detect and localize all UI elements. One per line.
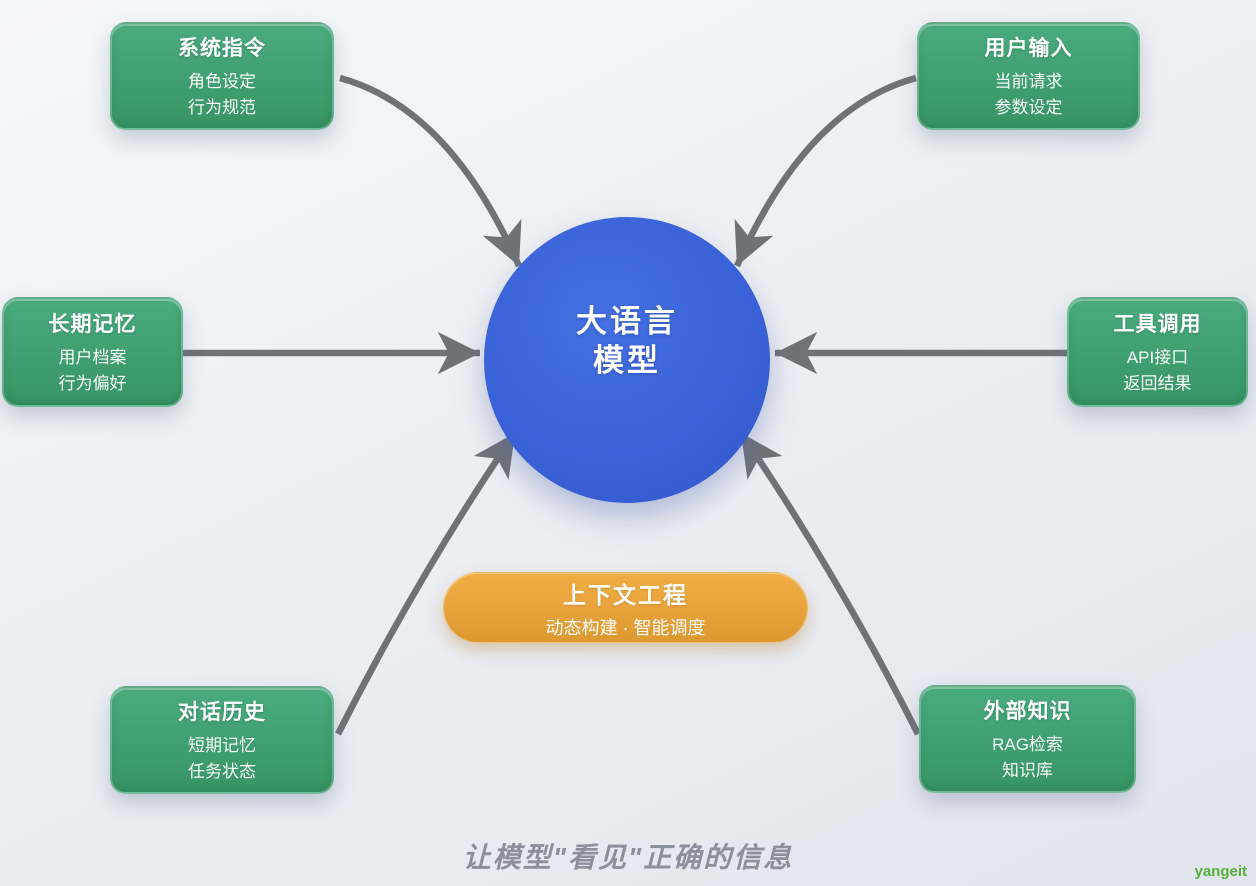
node-long-term-memory: 长期记忆 用户档案 行为偏好 [2, 297, 183, 407]
watermark-text: yangeit [1194, 863, 1247, 880]
node-subline: 任务状态 [188, 761, 256, 781]
node-subline: 参数设定 [994, 97, 1063, 117]
node-subline: 行为规范 [188, 97, 256, 117]
node-conversation-history: 对话历史 短期记忆 任务状态 [110, 686, 334, 794]
llm-title-line1: 大语言 [576, 304, 678, 340]
llm-title: 大语言 模型 [576, 303, 678, 381]
node-title: 用户输入 [984, 37, 1073, 60]
node-user-input: 用户输入 当前请求 参数设定 [917, 22, 1140, 130]
node-system-instructions: 系统指令 角色设定 行为规范 [110, 22, 334, 130]
llm-center-node: 大语言 模型 [484, 217, 770, 503]
node-subline: 当前请求 [994, 72, 1063, 91]
node-title: 系统指令 [178, 37, 266, 60]
node-subline: 返回结果 [1123, 373, 1192, 393]
node-title: 长期记忆 [48, 313, 137, 336]
node-subline: 行为偏好 [58, 373, 127, 393]
node-subline: 角色设定 [188, 72, 256, 91]
arrow-user-input-to-llm [734, 74, 917, 268]
node-external-knowledge: 外部知识 RAG检索 知识库 [919, 685, 1136, 793]
node-title: 工具调用 [1113, 313, 1202, 336]
arrow-system-instructions-to-llm [339, 74, 522, 268]
node-subline: 知识库 [1002, 760, 1053, 780]
llm-title-line2: 模型 [593, 343, 661, 378]
node-title: 外部知识 [983, 700, 1072, 723]
context-engineering-pill: 上下文工程 动态构建 · 智能调度 [443, 572, 808, 643]
node-subline: 短期记忆 [188, 736, 256, 755]
pill-subtitle: 动态构建 · 智能调度 [545, 617, 706, 638]
node-tool-calling: 工具调用 API接口 返回结果 [1067, 297, 1248, 407]
node-subline: API接口 [1126, 348, 1189, 367]
node-subline: RAG检索 [992, 735, 1063, 754]
diagram-caption: 让模型"看见"正确的信息 [462, 842, 794, 873]
node-title: 对话历史 [178, 701, 266, 724]
pill-title: 上下文工程 [563, 581, 688, 608]
node-subline: 用户档案 [58, 348, 127, 367]
